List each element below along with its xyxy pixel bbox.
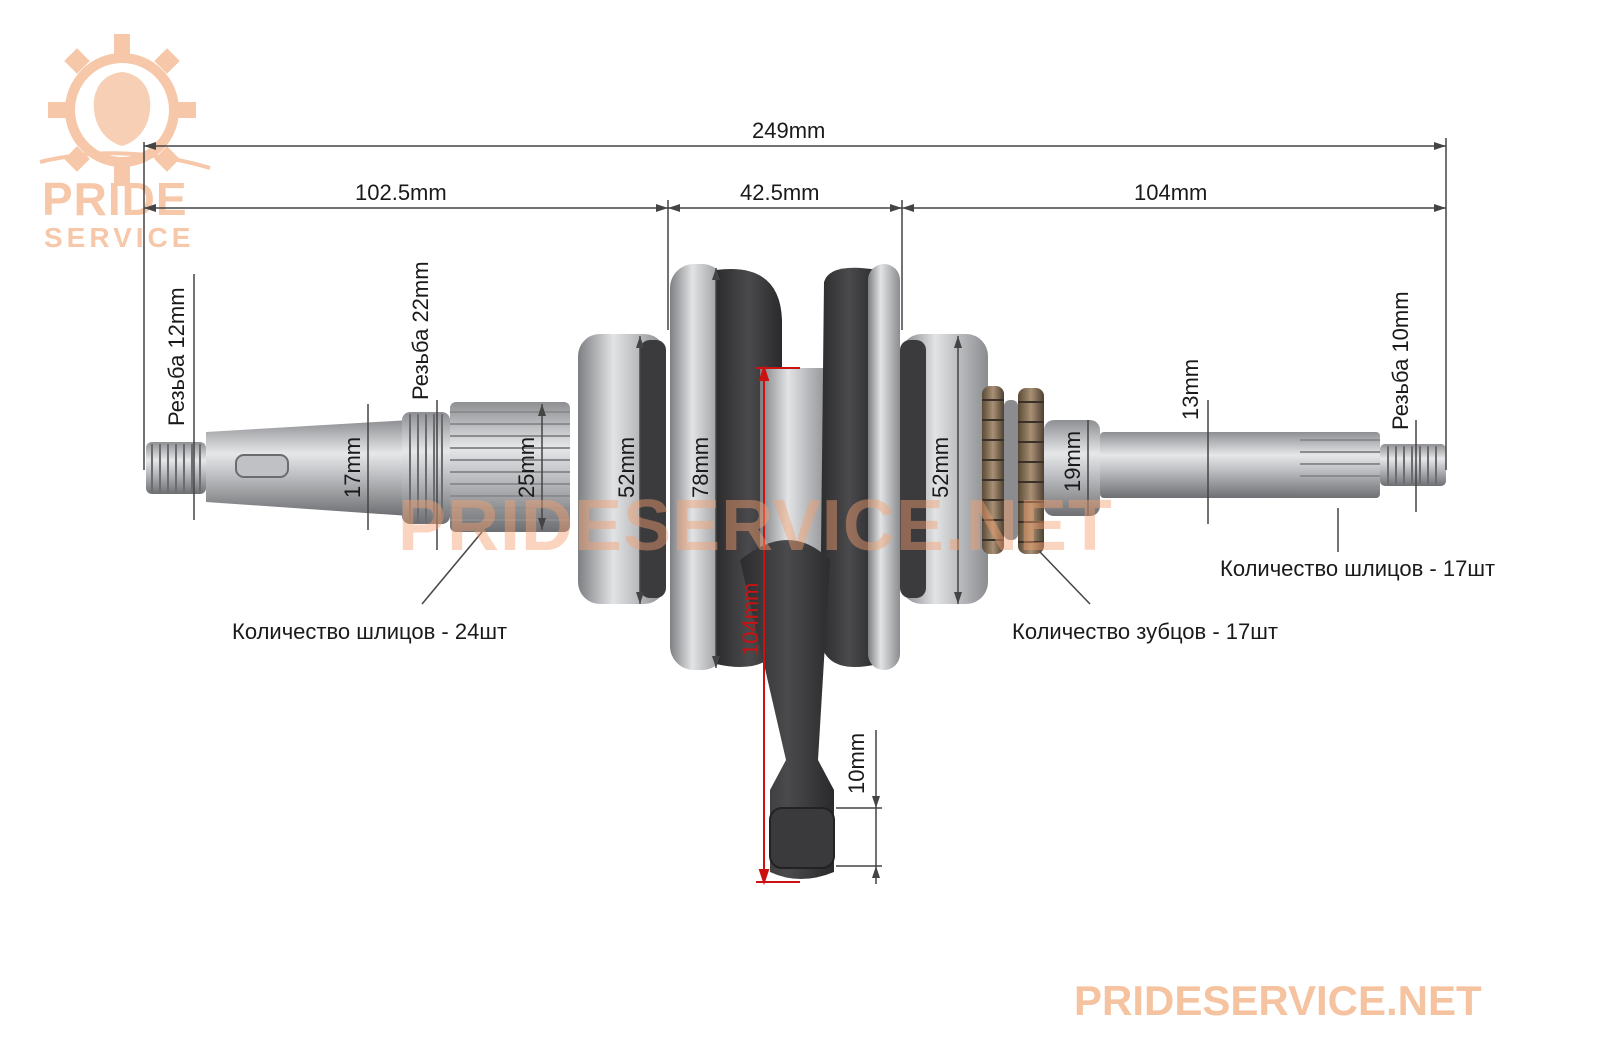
overall-length-label: 249mm	[752, 118, 826, 143]
right-bearing	[900, 334, 988, 604]
small-end-label: 10mm	[844, 732, 869, 794]
thread-right-label: Резьба 10mm	[1388, 291, 1413, 430]
right-web	[820, 264, 900, 670]
watermark-center: PRIDESERVICE.NET	[398, 486, 1113, 566]
thread-22-label: Резьба 22mm	[408, 261, 433, 400]
splines-left-annotation: Количество шлицов - 24шт	[232, 619, 508, 644]
gear-lion-logo-icon	[39, 34, 211, 186]
dimension-arrows	[144, 142, 1446, 878]
logo-line2: SERVICE	[44, 222, 195, 253]
rod-dimension-line	[756, 364, 800, 886]
timing-gear	[982, 386, 1044, 554]
watermark-corner: PRIDESERVICE.NET	[1074, 977, 1482, 1024]
dimension-lines	[143, 138, 1447, 884]
left-shaft	[146, 402, 570, 532]
splines-right-annotation: Количество шлицов - 17шт	[1220, 556, 1496, 581]
rod-length-label: 104mm	[738, 582, 763, 656]
right-section-label: 104mm	[1134, 180, 1208, 205]
thread-left-label: Резьба 12mm	[164, 287, 189, 426]
web-78-label: 78mm	[688, 436, 713, 498]
teeth-annotation: Количество зубцов - 17шт	[1012, 619, 1278, 644]
logo-line1: PRIDE	[42, 173, 188, 225]
right-shaft	[1044, 420, 1446, 516]
gear-19-label: 19mm	[1060, 430, 1085, 492]
left-bearing	[578, 334, 666, 604]
crank-pin	[760, 368, 830, 568]
bearing-right-label: 52mm	[928, 436, 953, 498]
shaft-17-label: 17mm	[340, 436, 365, 498]
left-section-label: 102.5mm	[355, 180, 447, 205]
bearing-left-label: 52mm	[614, 436, 639, 498]
shaft-13-label: 13mm	[1178, 358, 1203, 420]
spline-25-label: 25mm	[514, 436, 539, 498]
center-section-label: 42.5mm	[740, 180, 820, 205]
